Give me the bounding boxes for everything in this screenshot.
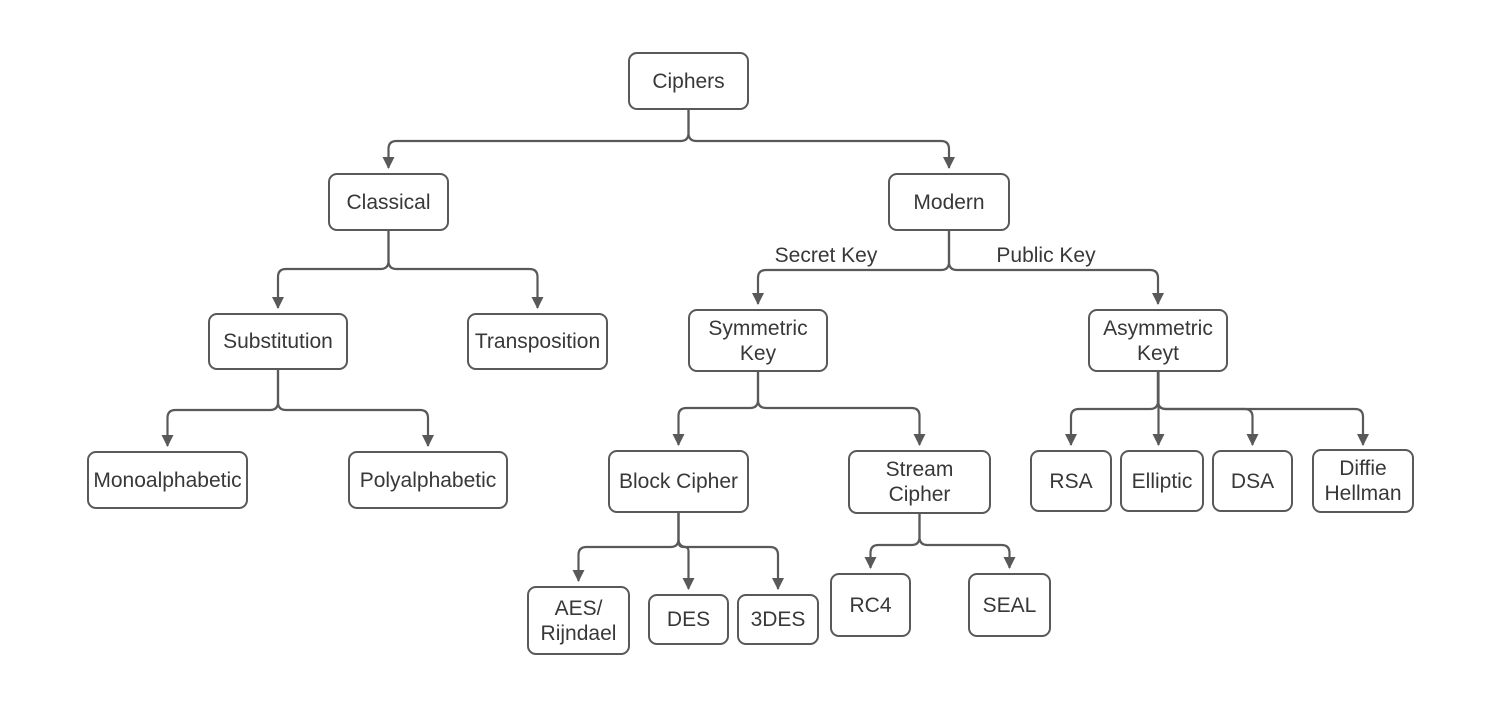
node-ciphers: Ciphers [628, 52, 749, 110]
edge-classical-transposition [387, 231, 544, 309]
node-modern: Modern [888, 173, 1010, 231]
node-transposition: Transposition [467, 313, 608, 370]
edge-symmetric-block-cipher [672, 372, 760, 446]
node-diffie-hellman: Diffie Hellman [1312, 449, 1414, 513]
edge-modern-asymmetric-key [947, 231, 1164, 305]
edge-substitution-monoalphabetic [161, 370, 280, 447]
edge-classical-substitution [272, 231, 390, 309]
node-seal: SEAL [968, 573, 1051, 637]
node-aes-rijndael: AES/ Rijndael [527, 586, 630, 655]
node-classical: Classical [328, 173, 449, 231]
edge-stream-seal [918, 514, 1016, 569]
edge-asymmetric-diffie-hellman [1156, 372, 1369, 446]
node-dsa: DSA [1212, 450, 1293, 512]
node-stream-cipher: Stream Cipher [848, 450, 991, 514]
node-rsa: RSA [1030, 450, 1112, 512]
node-monoalphabetic: Monoalphabetic [87, 451, 248, 509]
edge-label-secret-key: Secret Key [770, 244, 882, 268]
node-symmetric-key: Symmetric Key [688, 309, 828, 372]
edge-stream-rc4 [864, 514, 921, 569]
node-elliptic: Elliptic [1120, 450, 1204, 512]
edge-block-des [677, 513, 695, 590]
edge-substitution-polyalphabetic [276, 370, 434, 447]
node-asymmetric-key: Asymmetric Keyt [1088, 309, 1228, 372]
edge-block-3des [677, 513, 784, 590]
node-des: DES [648, 594, 729, 645]
edge-ciphers-classical [382, 110, 690, 169]
node-rc4: RC4 [830, 573, 911, 637]
edge-symmetric-stream-cipher [756, 372, 926, 446]
edge-ciphers-modern [687, 110, 955, 169]
node-block-cipher: Block Cipher [608, 450, 749, 513]
node-substitution: Substitution [208, 313, 348, 370]
edge-block-aes-rijndael [572, 513, 680, 582]
edge-label-public-key: Public Key [992, 244, 1100, 268]
node-polyalphabetic: Polyalphabetic [348, 451, 508, 509]
node-3des: 3DES [737, 594, 819, 645]
edge-asymmetric-rsa [1065, 372, 1160, 446]
